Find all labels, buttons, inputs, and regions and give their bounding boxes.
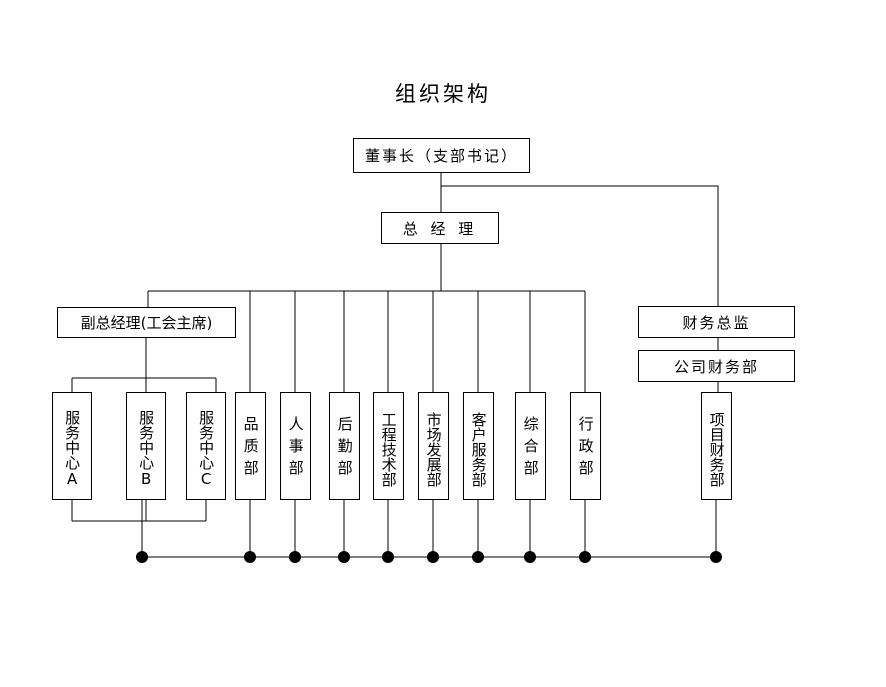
node-service-center-c[interactable]: 服务中心C bbox=[186, 392, 226, 500]
node-quality-dept-label: 品质部 bbox=[241, 416, 260, 482]
node-general-affairs-dept-label: 综合部 bbox=[521, 416, 540, 482]
node-chairman[interactable]: 董事长（支部书记） bbox=[353, 138, 530, 173]
node-deputy-general-manager-label: 副总经理(工会主席) bbox=[80, 314, 213, 332]
terminal-dot bbox=[524, 551, 536, 563]
node-engineering-dept[interactable]: 工程技术部 bbox=[373, 392, 404, 500]
node-company-finance-dept[interactable]: 公司财务部 bbox=[638, 350, 795, 382]
node-company-finance-dept-label: 公司财务部 bbox=[673, 357, 759, 376]
terminal-dot bbox=[289, 551, 301, 563]
node-logistics-dept-label: 后勤部 bbox=[335, 416, 354, 482]
node-project-finance-dept-label: 项目财务部 bbox=[707, 411, 726, 487]
node-general-manager-label: 总 经 理 bbox=[402, 219, 478, 238]
node-admin-dept-label: 行政部 bbox=[576, 416, 595, 482]
node-hr-dept[interactable]: 人事部 bbox=[280, 392, 311, 500]
node-service-center-b[interactable]: 服务中心B bbox=[126, 392, 166, 500]
node-hr-dept-label: 人事部 bbox=[286, 416, 305, 482]
node-project-finance-dept[interactable]: 项目财务部 bbox=[701, 392, 732, 500]
node-service-center-c-label: 服务中心C bbox=[197, 410, 216, 488]
node-customer-service-dept[interactable]: 客户服务部 bbox=[463, 392, 494, 500]
terminal-dot bbox=[579, 551, 591, 563]
node-service-center-a[interactable]: 服务中心A bbox=[52, 392, 92, 500]
node-service-center-a-label: 服务中心A bbox=[63, 410, 82, 488]
node-service-center-b-label: 服务中心B bbox=[137, 410, 156, 488]
terminal-dot bbox=[338, 551, 350, 563]
node-general-manager[interactable]: 总 经 理 bbox=[381, 212, 499, 244]
node-general-affairs-dept[interactable]: 综合部 bbox=[515, 392, 546, 500]
node-admin-dept[interactable]: 行政部 bbox=[570, 392, 601, 500]
node-customer-service-dept-label: 客户服务部 bbox=[469, 411, 488, 487]
terminal-dot bbox=[427, 551, 439, 563]
terminal-dot bbox=[382, 551, 394, 563]
node-deputy-general-manager[interactable]: 副总经理(工会主席) bbox=[57, 307, 236, 338]
node-market-dev-dept-label: 市场发展部 bbox=[424, 411, 443, 487]
node-engineering-dept-label: 工程技术部 bbox=[379, 411, 398, 487]
node-market-dev-dept[interactable]: 市场发展部 bbox=[418, 392, 449, 500]
terminal-dot bbox=[710, 551, 722, 563]
link-chairman-to-finance-director bbox=[441, 185, 719, 306]
terminal-dot bbox=[136, 551, 148, 563]
page-title: 组织架构 bbox=[395, 82, 491, 106]
node-logistics-dept[interactable]: 后勤部 bbox=[329, 392, 360, 500]
terminal-dot bbox=[244, 551, 256, 563]
node-quality-dept[interactable]: 品质部 bbox=[235, 392, 266, 500]
node-finance-director-label: 财务总监 bbox=[682, 313, 751, 332]
terminal-dot bbox=[472, 551, 484, 563]
node-finance-director[interactable]: 财务总监 bbox=[638, 306, 795, 338]
node-chairman-label: 董事长（支部书记） bbox=[364, 147, 518, 165]
